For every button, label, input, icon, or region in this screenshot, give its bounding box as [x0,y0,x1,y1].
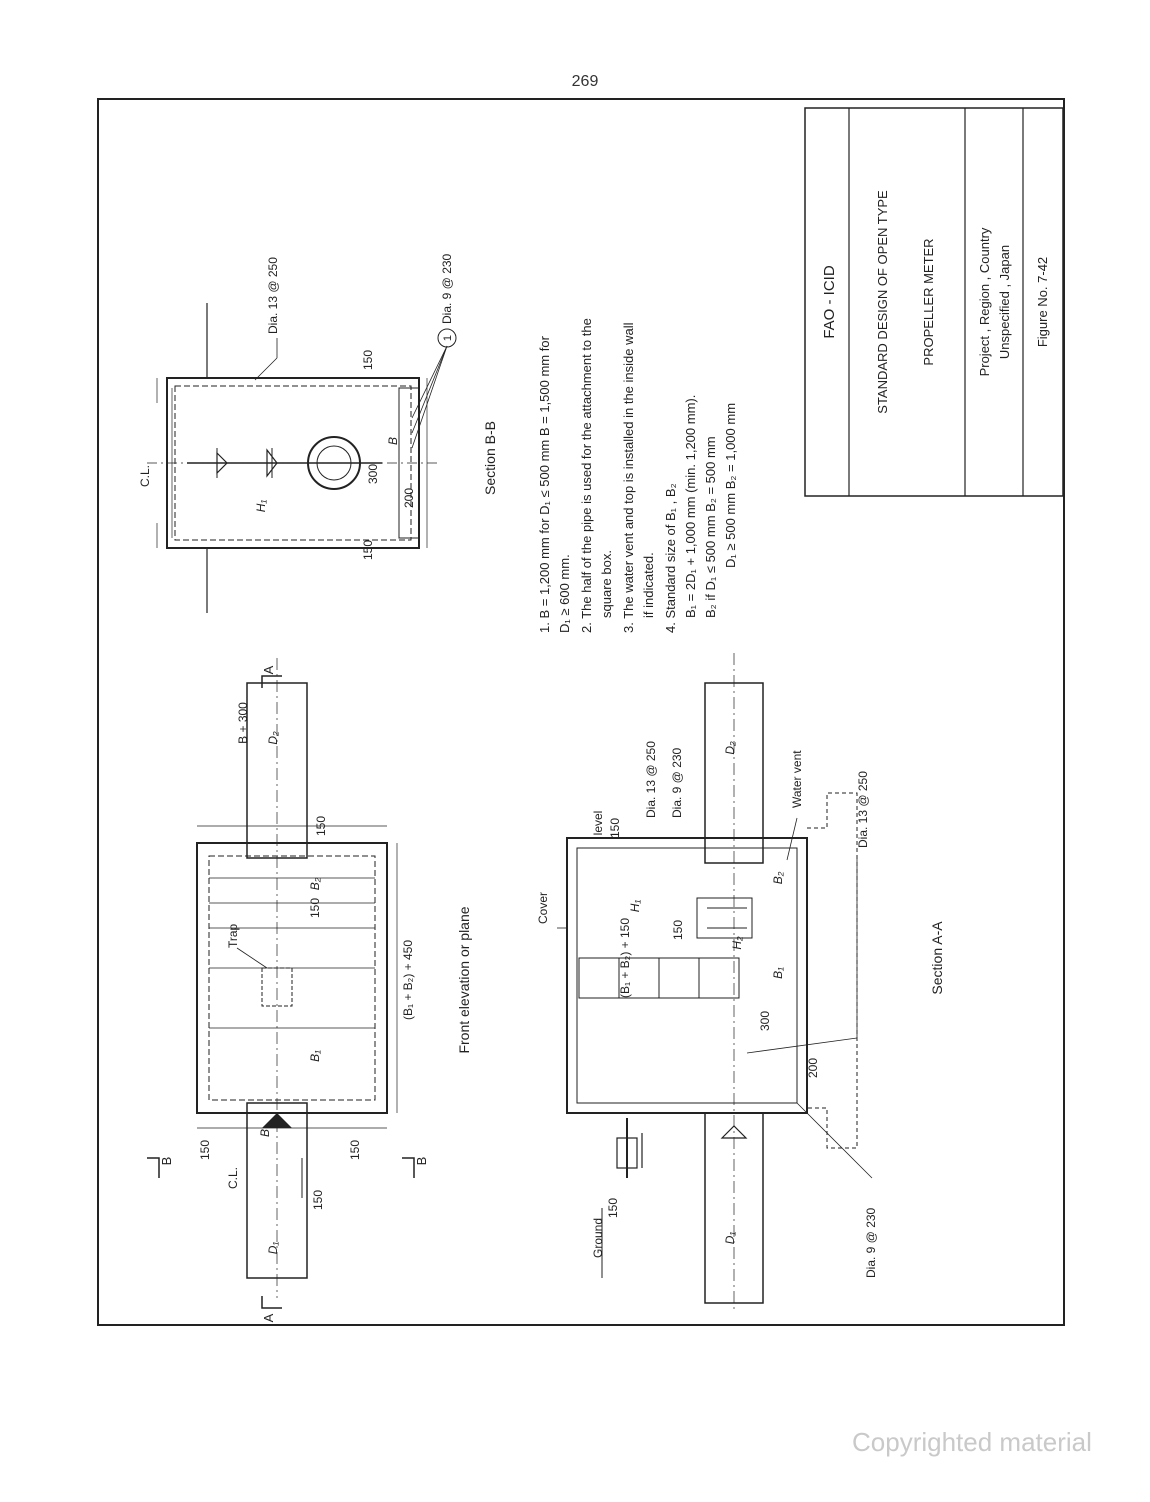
aa-label-ground: Ground [591,1218,605,1258]
project-line2: Unspecified , Japan [997,245,1012,359]
figure-number: Figure No. 7-42 [1035,257,1050,347]
front-label-trap: Trap [226,923,240,948]
front-caption: Front elevation or plane [456,906,472,1053]
bb-label-b: B [386,437,400,445]
aa-dim-150-top: 150 [608,818,622,838]
aa-label-cover: Cover [536,892,550,924]
note-line-5: 3. The water vent and top is installed i… [621,322,636,633]
aa-dim-sum150: (B₁ + B₂) + 150 [618,918,632,998]
aa-dim-150-left: 150 [606,1198,620,1218]
title-org: FAO - ICID [821,265,838,339]
bb-label-h1: H₁ [254,500,268,513]
front-dim-150-e: 150 [311,1190,325,1210]
note-line-6: if indicated. [641,552,656,618]
aa-dim-200: 200 [806,1058,820,1078]
note-line-9: B₂ if D₁ ≤ 500 mm B₂ = 500 mm [703,436,718,618]
aa-label-h1: H₁ [628,900,642,913]
aa-dim-300: 300 [758,1011,772,1031]
front-mark-b-bottom: B [414,1157,429,1166]
bb-label-dia13: Dia. 13 @ 250 [266,257,280,334]
copyright-watermark: Copyrighted material [852,1427,1092,1457]
page-number: 269 [571,73,599,90]
aa-label-dia13-250: Dia. 13 @ 250 [644,741,658,818]
front-dim-150-b: 150 [308,898,322,918]
front-label-d1: D₁ [266,1242,280,1255]
front-dim-150-c: 150 [198,1140,212,1160]
aa-label-dia9-230: Dia. 9 @ 230 [670,747,684,818]
front-mark-a-left: A [261,1313,276,1322]
title-block: FAO - ICID STANDARD DESIGN OF OPEN TYPE … [804,107,1064,497]
section-aa: Ground 150 level 150 Cover (B₁ + B₂) + 1… [536,653,945,1313]
bb-dim-300: 300 [366,464,380,484]
sheet-border [97,98,1065,1326]
bb-dim-150-left: 150 [361,540,375,560]
note-line-1: 1. B = 1,200 mm for D₁ ≤ 500 mm B = 1,50… [537,335,552,633]
note-line-8: B₁ = 2D₁ + 1,000 mm (min. 1,200 mm). [683,395,698,618]
aa-label-b1: B₁ [771,967,785,979]
front-dim-150-d: 150 [348,1140,362,1160]
front-dim-150-a: 150 [314,816,328,836]
bb-label-dia9: Dia. 9 @ 230 [440,253,454,324]
aa-label-water-vent: Water vent [790,750,804,808]
aa-label-dia13-right: Dia. 13 @ 250 [856,771,870,848]
front-label-cl: C.L. [226,1167,240,1189]
aa-caption: Section A-A [929,921,945,995]
aa-label-d1: D₁ [723,1232,737,1245]
bb-dim-200: 200 [402,488,416,508]
front-mark-b-top: B [159,1157,174,1166]
bb-dim-150-right: 150 [361,350,375,370]
engineering-drawing: FAO - ICID STANDARD DESIGN OF OPEN TYPE … [97,98,1065,1326]
note-line-4: square box. [599,550,614,618]
note-line-10: D₁ ≥ 500 mm B₂ = 1,000 mm [723,403,738,568]
bb-circle-mark: 1 [442,335,454,341]
aa-label-d2: D₂ [723,741,737,755]
front-mark-a-right: A [261,665,276,674]
bb-label-cl: C.L. [138,465,152,487]
bb-caption: Section B-B [482,421,498,495]
title-line2: PROPELLER METER [921,238,936,365]
aa-label-h2: H₂ [730,936,744,950]
note-line-2: D₁ ≥ 600 mm. [557,554,572,633]
aa-label-dia9-bottom: Dia. 9 @ 230 [864,1207,878,1278]
front-dim-sum: (B₁ + B₂) + 450 [401,940,415,1020]
front-label-b: B [258,1129,272,1137]
front-label-d2: D₂ [266,731,280,745]
note-line-3: 2. The half of the pipe is used for the … [579,318,594,633]
section-bb: 150 150 300 200 H₁ B C.L. Dia. 13 @ 250 … [138,253,498,613]
note-line-7: 4. Standard size of B₁ , B₂ [663,483,678,633]
title-line1: STANDARD DESIGN OF OPEN TYPE [875,190,890,414]
front-dim-b300: B + 300 [236,702,250,744]
notes: 1. B = 1,200 mm for D₁ ≤ 500 mm B = 1,50… [537,318,738,633]
project-line1: Project , Region , Country [977,227,992,376]
front-label-b2: B₂ [308,877,322,890]
aa-dim-150-mid: 150 [671,920,685,940]
aa-label-level: level [591,811,605,836]
front-label-b1: B₁ [308,1050,322,1062]
drawing-sheet: FAO - ICID STANDARD DESIGN OF OPEN TYPE … [97,98,1065,1326]
front-elevation: Trap B + 300 (B₁ + B₂) + 450 150 150 150… [147,658,472,1322]
aa-label-b2: B₂ [771,871,785,884]
